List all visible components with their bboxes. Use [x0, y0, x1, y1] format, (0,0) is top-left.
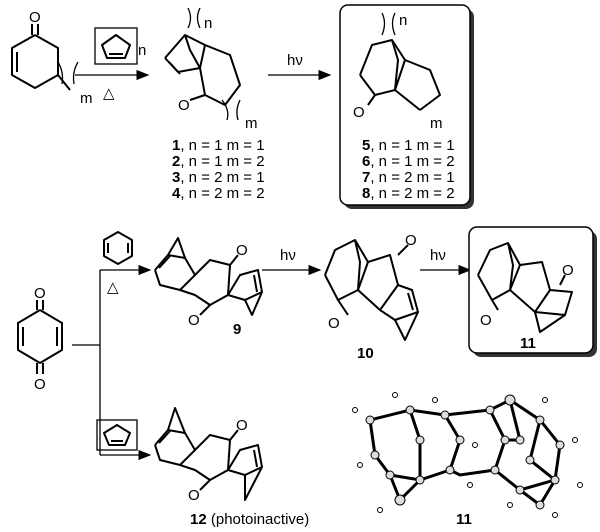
oxygen-atom: O	[34, 285, 46, 302]
svg-text:3, n = 2 m = 1: 3, n = 2 m = 1	[172, 169, 265, 186]
n-subscript: n	[399, 12, 407, 29]
compound-12: O O 12 (photoinactive)	[154, 407, 309, 528]
svg-text:5, n = 1 m = 1: 5, n = 1 m = 1	[362, 137, 455, 154]
m-subscript: m	[430, 115, 443, 132]
product-box-11: O O 11	[468, 226, 597, 357]
m-subscript: m	[245, 115, 258, 132]
compound-9: O O 9	[154, 237, 263, 338]
svg-text:1, n = 1 m = 1: 1, n = 1 m = 1	[172, 137, 265, 154]
oxygen-atom: O	[188, 312, 200, 329]
heat-symbol: △	[103, 85, 115, 102]
cyclopentadiene-reagent	[96, 419, 138, 451]
light-symbol: hν	[280, 247, 296, 264]
svg-text:2, n = 1 m = 2: 2, n = 1 m = 2	[172, 153, 265, 170]
compound-label-9: 9	[233, 321, 241, 338]
oxygen-atom: O	[188, 487, 200, 504]
svg-text:8, n = 2 m = 2: 8, n = 2 m = 2	[362, 185, 455, 202]
oxygen-atom: O	[178, 97, 190, 114]
svg-text:7, n = 2 m = 1: 7, n = 2 m = 1	[362, 169, 455, 186]
cyclohexadiene-reagent	[103, 231, 133, 265]
light-symbol: hν	[430, 247, 446, 264]
compound-label-12: 12 (photoinactive)	[190, 511, 309, 528]
adduct-1-4: O n m	[164, 7, 258, 132]
oxygen-atom: O	[29, 9, 41, 26]
labels-1-4: 1, n = 1 m = 1 2, n = 1 m = 2 3, n = 2 m…	[172, 137, 265, 202]
oxygen-atom: O	[236, 242, 248, 259]
svg-text:4, n = 2 m = 2: 4, n = 2 m = 2	[172, 185, 265, 202]
n-subscript: n	[204, 15, 212, 32]
oxygen-atom: O	[34, 376, 46, 393]
n-subscript: n	[138, 42, 146, 59]
compound-label-11: 11	[520, 335, 536, 352]
oxygen-atom: O	[328, 315, 340, 332]
heat-symbol: △	[107, 279, 119, 296]
oxygen-atom: O	[353, 104, 365, 121]
oxygen-atom: O	[405, 232, 417, 249]
crystal-label-11: 11	[456, 511, 472, 528]
compound-10: O O 10	[324, 232, 419, 362]
benzoquinone: O O	[17, 285, 63, 393]
cyclohexenone: O m	[11, 9, 93, 107]
oxygen-atom: O	[562, 262, 574, 279]
compound-label-10: 10	[357, 345, 374, 362]
oxygen-atom: O	[236, 417, 248, 434]
m-subscript: m	[80, 90, 93, 107]
light-symbol: hν	[287, 52, 303, 69]
crystal-structure-11	[352, 392, 583, 518]
cyclopentadiene-reagent: n	[94, 27, 146, 65]
oxygen-atom: O	[480, 312, 492, 329]
product-box-5-8: O n m 5, n = 1 m = 1 6, n = 1 m = 2 7, n…	[339, 4, 474, 209]
svg-text:6, n = 1 m = 2: 6, n = 1 m = 2	[362, 153, 455, 170]
